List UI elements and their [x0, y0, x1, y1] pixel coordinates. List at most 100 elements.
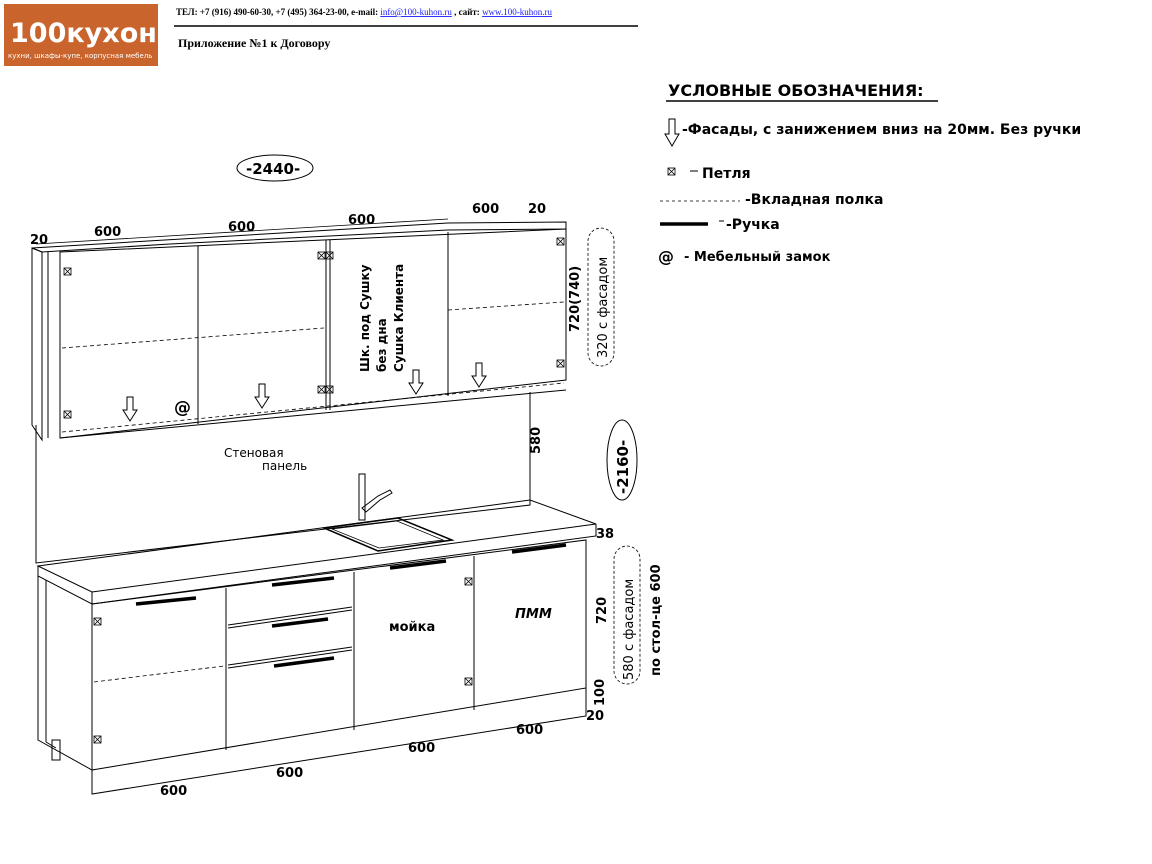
- hinge-icon: [63, 267, 72, 276]
- dim-lower-4: 600: [516, 723, 543, 738]
- hinge-icon: [464, 677, 473, 686]
- hinge-icon: [93, 735, 102, 744]
- dim-upper-2: 600: [228, 220, 255, 235]
- lower-hinges: [93, 577, 473, 744]
- drawer-divider-2: [227, 649, 353, 669]
- logo-background: [4, 4, 158, 66]
- wall-panel-label-1: Стеновая: [224, 446, 284, 460]
- plinth: [91, 688, 587, 795]
- handle-line-icon: [271, 617, 329, 628]
- upper-left-side: [31, 247, 43, 442]
- handle-line-icon: [135, 596, 197, 606]
- sink-cabinet-label: мойка: [389, 620, 435, 635]
- hinge-icon: [667, 167, 676, 176]
- upper-depth-box: [587, 227, 615, 367]
- total-height-label: -2160-: [614, 440, 632, 494]
- total-width-label: -2440-: [246, 160, 300, 178]
- dishwasher-label: ПММ: [515, 607, 552, 622]
- hinge-icon: [325, 385, 334, 394]
- dim-upper-3: 600: [348, 213, 375, 228]
- lower-front-outline: [91, 539, 587, 771]
- upper-front-outline: [59, 228, 567, 439]
- dim-plinth: 100: [593, 679, 608, 706]
- lower-handles: [135, 543, 567, 668]
- down-arrow-icon: [254, 383, 270, 409]
- drawer-divider-1: [227, 609, 353, 629]
- lower-shelf-dashed: [93, 665, 225, 683]
- header: 100кухонь кухни, шкафы-купе, корпусная м…: [4, 4, 638, 66]
- logo-subtitle: кухни, шкафы-купе, корпусная мебель: [8, 52, 152, 60]
- hinge-icon: [556, 359, 565, 368]
- dim-lower-3: 600: [408, 741, 435, 756]
- dim-gap: 580: [529, 427, 544, 454]
- handle-line-icon: [273, 656, 335, 668]
- legend-item-shelf: -Вкладная полка: [660, 192, 883, 208]
- appendix-label: Приложение №1 к Договору: [178, 36, 330, 50]
- email-link[interactable]: info@100-kuhon.ru: [380, 7, 452, 17]
- wall-panel: [35, 392, 531, 564]
- dim-counter-depth: по стол-це 600: [649, 564, 664, 676]
- dim-lower-side: 20: [586, 709, 604, 724]
- contact-line: ТЕЛ: +7 (916) 490-60-30, +7 (495) 364-23…: [176, 7, 552, 17]
- lock-symbol: @: [174, 398, 191, 418]
- hinge-icon: [325, 251, 334, 260]
- hinge-icon: [93, 617, 102, 626]
- svg-text:Сушка Клиента: Сушка Клиента: [392, 264, 406, 372]
- down-arrow-icon: [408, 369, 424, 395]
- site-link[interactable]: www.100-kuhon.ru: [482, 7, 552, 17]
- hinge-icon: [63, 410, 72, 419]
- dryer-cabinet-label: Шк. под Сушку без дна Сушка Клиента: [358, 264, 406, 372]
- upper-hinges: [63, 237, 565, 419]
- total-width-oval: [236, 154, 314, 182]
- sink: [321, 517, 455, 552]
- upper-facade-arrows: [122, 362, 487, 422]
- legend-item-facade: -Фасады, с занижением вниз на 20мм. Без …: [664, 118, 1081, 147]
- dim-upper-depth: 320 с фасадом: [596, 257, 611, 358]
- upper-top-surface: [31, 221, 567, 253]
- lower-cabinets: [37, 539, 587, 795]
- upper-shelf-dashed-1: [61, 327, 325, 349]
- legend-title: УСЛОВНЫЕ ОБОЗНАЧЕНИЯ:: [668, 81, 924, 100]
- dim-lower-height: 720: [595, 597, 610, 624]
- legend-hinge-text: Петля: [702, 166, 751, 182]
- legend-lock-text: - Мебельный замок: [684, 250, 831, 265]
- dim-counter-thickness: 38: [596, 527, 614, 542]
- down-arrow-icon: [471, 362, 487, 388]
- down-arrow-icon: [664, 118, 680, 147]
- down-arrow-icon: [122, 396, 138, 422]
- cabinet-leg: [51, 739, 61, 761]
- at-lock-icon: @: [658, 247, 674, 266]
- handle-line-icon: [389, 559, 447, 570]
- legend: УСЛОВНЫЕ ОБОЗНАЧЕНИЯ: -Фасады, с занижен…: [658, 81, 1081, 266]
- handle-line-icon: [271, 576, 335, 587]
- logo-text: 100кухонь: [10, 18, 174, 49]
- dim-upper-left-20: 20: [30, 233, 48, 248]
- lower-depth-box: [613, 545, 641, 685]
- svg-text:без дна: без дна: [375, 318, 389, 372]
- dim-lower-1: 600: [160, 784, 187, 799]
- legend-item-lock: @ - Мебельный замок: [658, 247, 831, 266]
- dim-upper-right-20: 20: [528, 202, 546, 217]
- faucet: [358, 473, 393, 521]
- wall-panel-label-2: панель: [262, 459, 307, 473]
- hinge-icon: [556, 237, 565, 246]
- legend-item-hinge: Петля: [667, 166, 751, 182]
- svg-text:Шк. под Сушку: Шк. под Сушку: [358, 264, 372, 372]
- dimensions: -2440- 20 600 600 600 600 20 720(740) 32…: [30, 154, 664, 799]
- dim-upper-4: 600: [472, 202, 499, 217]
- handle-line-icon: [511, 543, 567, 554]
- total-height-oval: [606, 419, 638, 501]
- legend-shelf-text: -Вкладная полка: [745, 192, 883, 208]
- hinge-icon: [464, 577, 473, 586]
- legend-item-handle: -Ручка: [660, 217, 780, 233]
- dim-lower-2: 600: [276, 766, 303, 781]
- hinge-icon: [317, 385, 326, 394]
- legend-handle-text: -Ручка: [726, 217, 780, 233]
- upper-bottom-dashed: [61, 382, 565, 433]
- upper-cabinets: [31, 218, 567, 442]
- legend-facade-text: -Фасады, с занижением вниз на 20мм. Без …: [682, 122, 1081, 138]
- upper-shelf-dashed-2: [447, 301, 565, 311]
- dim-upper-height: 720(740): [568, 266, 583, 332]
- dim-upper-1: 600: [94, 225, 121, 240]
